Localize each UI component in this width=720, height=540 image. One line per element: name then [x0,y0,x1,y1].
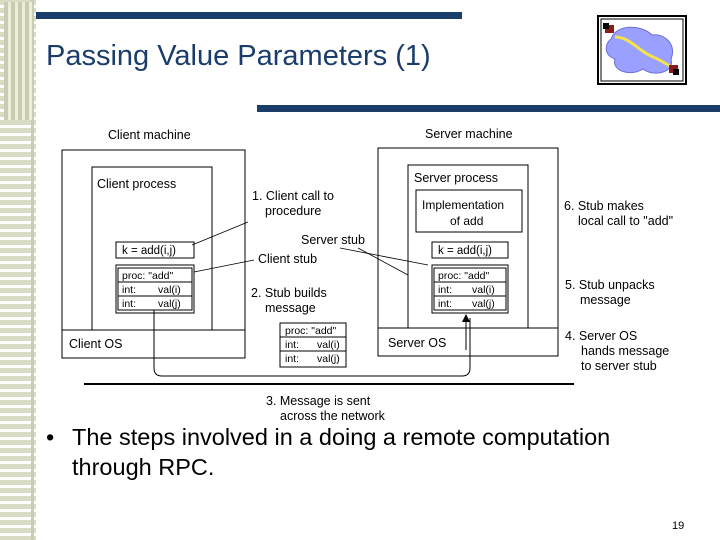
step3-line1: 3. Message is sent [266,394,371,408]
step6-line2: local call to "add" [578,214,673,228]
step6-line1: 6. Stub makes [564,199,644,213]
network-msg-val2: val(j) [317,353,340,365]
server-machine-label: Server machine [425,127,513,141]
step1-line1: 1. Client call to [252,189,334,203]
step4-line1: 4. Server OS [565,329,637,343]
implementation-box [415,189,523,233]
server-message-box [433,267,507,311]
server-msg-int1: int: [438,284,452,296]
client-stub-label: Client stub [258,252,317,266]
bullet-text: The steps involved in a doing a remote c… [72,424,611,480]
step4-line3: to server stub [581,359,657,373]
server-stub-callout [339,247,429,266]
step4-line2: hands message [581,344,669,358]
step3-line2: across the network [280,409,386,423]
network-logo-icon [597,15,687,85]
client-process-label: Client process [97,177,176,191]
implementation-line2: of add [450,214,483,228]
server-msg-int2: int: [438,298,452,310]
server-stub-label: Server stub [301,233,365,247]
implementation-line1: Implementation [422,198,504,212]
step2-line2: message [265,301,316,315]
client-msg-int2: int: [122,298,136,310]
client-msg-proc: proc: "add" [122,270,174,282]
server-os-box [377,327,559,357]
step5-line1: 5. Stub unpacks [565,278,655,292]
client-stub-callout [193,259,255,273]
network-msg-val1: val(i) [317,339,340,351]
title-underline-rule [257,105,720,112]
bullet-dot: • [46,424,55,450]
server-os-label: Server OS [388,336,446,350]
client-os-label: Client OS [69,337,123,351]
server-msg-val1: val(i) [472,284,495,296]
step5-line2: message [580,293,631,307]
left-stripe-cap [4,2,32,120]
server-process-label: Server process [414,171,498,185]
server-msg-val2: val(j) [472,298,495,310]
network-msg-int2: int: [285,353,299,365]
client-msg-int1: int: [122,284,136,296]
step1-line2: procedure [265,204,321,218]
client-msg-val1: val(i) [158,284,181,296]
client-message-box [117,267,193,311]
network-msg-proc: proc: "add" [285,325,337,337]
client-call-box [115,241,195,259]
network-path [153,310,471,377]
page-number: 19 [672,520,685,532]
top-rule [36,12,462,19]
rpc-diagram: Client machine Server machine Client pro… [61,127,673,423]
step2-line1: 2. Stub builds [251,286,327,300]
client-msg-val2: val(j) [158,298,181,310]
server-stub-callout-lower [357,247,409,276]
server-call-text: k = add(i,j) [438,245,492,257]
client-call-text: k = add(i,j) [122,245,176,257]
server-call-box [431,241,509,259]
client-machine-label: Client machine [108,128,191,142]
slide-title: Passing Value Parameters (1) [46,40,431,72]
network-msg-int1: int: [285,339,299,351]
step1-callout [191,221,249,246]
network-message-box [279,322,347,368]
server-msg-proc: proc: "add" [438,270,490,282]
